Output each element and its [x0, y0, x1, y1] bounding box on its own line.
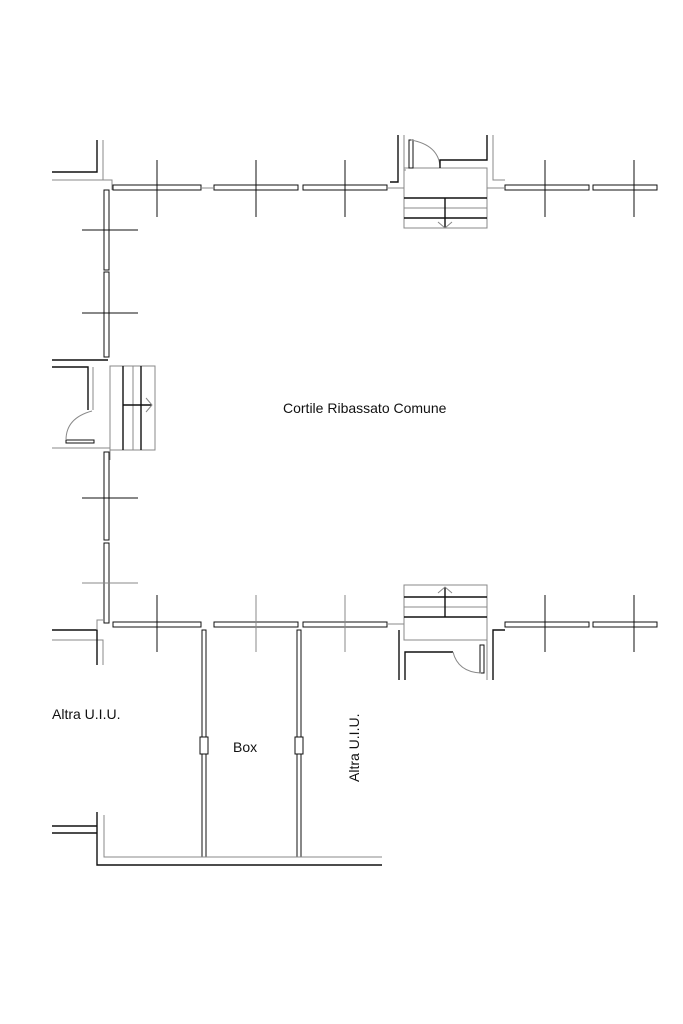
door-swing-arc	[452, 651, 482, 674]
bottom-wall-windows	[112, 595, 658, 652]
box-label: Box	[233, 739, 257, 755]
top-stair	[390, 135, 505, 229]
door-swing-arc	[410, 139, 441, 167]
door-swing-arc	[65, 410, 93, 441]
left-wall-windows	[82, 189, 138, 624]
courtyard-label: Cortile Ribassato Comune	[283, 400, 447, 416]
top-wall-windows	[112, 160, 658, 217]
left-stair	[52, 359, 156, 460]
door-leaf	[408, 139, 414, 169]
right-unit-label: Altra U.I.U.	[346, 714, 362, 782]
top-left-corner-walls	[52, 140, 113, 190]
bottom-stair	[398, 584, 505, 680]
box-walls	[52, 629, 382, 866]
door-leaf	[479, 644, 485, 674]
door-leaf	[65, 439, 95, 444]
bottom-left-corner-walls	[52, 619, 104, 665]
left-unit-label: Altra U.I.U.	[52, 706, 120, 722]
